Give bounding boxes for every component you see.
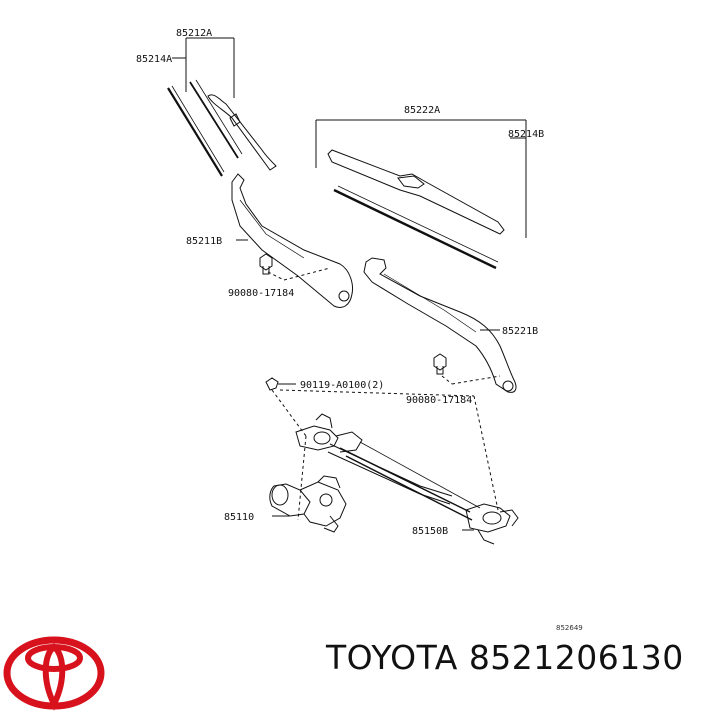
wiper-linkage [295,413,519,545]
diagram-reference-code: 852649 [556,624,583,632]
left-arm-nut [259,253,331,281]
label-85214B: 85214B [508,129,544,140]
left-wiper-arm [231,173,353,308]
right-wiper-blade [315,119,527,270]
label-85110: 85110 [224,512,254,523]
label-90080-left: 90080-17184 [228,288,294,299]
linkage-mounting-bolt [265,377,499,521]
left-wiper-blade [167,37,277,177]
right-arm-nut [433,353,501,385]
right-wiper-arm [363,257,517,393]
wiper-motor [269,475,347,533]
toyota-logo-icon [2,632,106,714]
label-85150B: 85150B [412,526,448,537]
label-85214A: 85214A [136,54,172,65]
label-85212A: 85212A [176,28,212,39]
label-85221B: 85221B [502,326,538,337]
label-85222A: 85222A [404,105,440,116]
label-85211B: 85211B [186,236,222,247]
label-90080-right: 90080-17184 [406,395,472,406]
label-90119: 90119-A0100(2) [300,380,384,391]
part-caption: TOYOTA 8521206130 [326,638,684,677]
